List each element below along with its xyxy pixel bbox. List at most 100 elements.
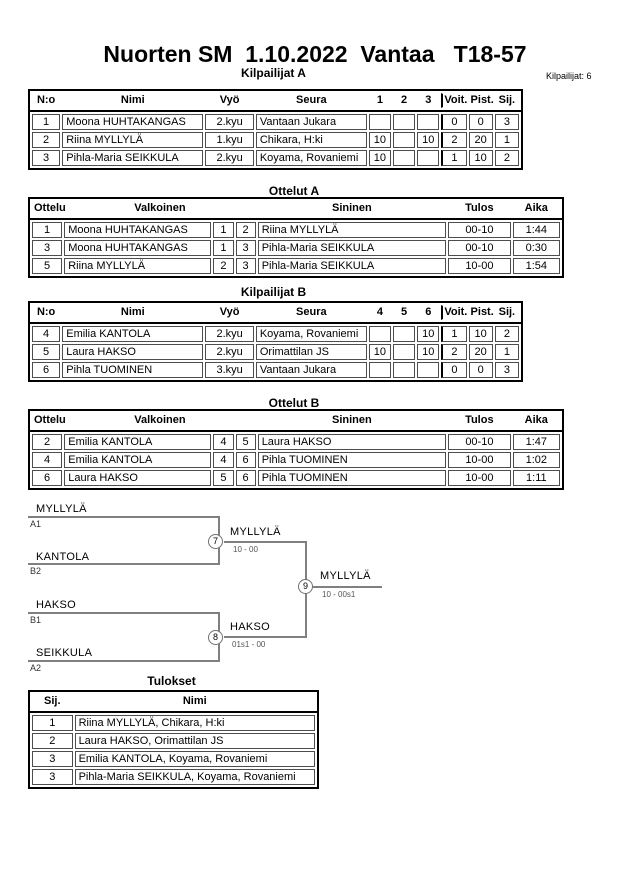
- bracket-slot-name: SEIKKULA: [36, 647, 93, 659]
- table-cell: 5: [235, 434, 256, 450]
- column-header: Vyö: [219, 306, 240, 318]
- table-cell: Koyama, Rovaniemi: [255, 150, 367, 166]
- table-cell: 2.kyu: [205, 326, 254, 342]
- table-cell: 1: [441, 150, 467, 166]
- bracket-winner-name: MYLLYLÄ: [230, 526, 281, 538]
- table-cell: Koyama, Rovaniemi: [255, 326, 367, 342]
- table-cell: 1: [494, 132, 519, 148]
- table-cell: 1:54: [512, 258, 560, 274]
- table-cell: Laura HAKSO: [257, 434, 447, 450]
- match-score: 10 - 00s1: [322, 590, 356, 599]
- table-cell: [392, 326, 416, 342]
- table-cell: 4: [32, 452, 63, 468]
- table-cell: 10: [368, 132, 391, 148]
- table-cell: [392, 362, 416, 378]
- column-header: Aika: [524, 202, 548, 214]
- table-cell: 2: [441, 344, 467, 360]
- pool-a-header: N:o Nimi Vyö Seura 1 2 3 Voit. Pist. Sij…: [30, 91, 521, 112]
- column-header: Valkoinen: [134, 414, 186, 426]
- table-cell: 1.kyu: [205, 132, 254, 148]
- section-heading-matches-b: Ottelut B: [268, 396, 320, 410]
- match-score: 01s1 - 00: [232, 640, 266, 649]
- table-cell: 20: [468, 132, 493, 148]
- column-header: Pist.: [470, 306, 494, 318]
- table-cell: 4: [32, 326, 61, 342]
- bracket-seed: A1: [30, 519, 42, 529]
- table-cell: 0: [441, 114, 467, 130]
- competitors-count: Kilpailijat: 6: [546, 71, 592, 81]
- table-cell: 0:30: [512, 240, 560, 256]
- table-cell: Pihla-Maria SEIKKULA: [62, 150, 204, 166]
- table-cell: 10: [468, 150, 493, 166]
- table-cell: 2: [235, 222, 256, 238]
- table-cell: 10: [417, 132, 440, 148]
- matches-a-header: Ottelu Valkoinen Sininen Tulos Aika: [30, 199, 562, 220]
- table-cell: Moona HUHTAKANGAS: [64, 222, 212, 238]
- bracket-connector: [313, 586, 382, 588]
- table-cell: [392, 344, 416, 360]
- bracket-seed: B1: [30, 615, 42, 625]
- column-header: Nimi: [120, 306, 145, 318]
- table-cell: 0: [468, 114, 493, 130]
- table-cell: Pihla-Maria SEIKKULA: [257, 258, 447, 274]
- table-cell: 6: [235, 470, 256, 486]
- table-cell: 5: [213, 470, 234, 486]
- table-cell: 1:47: [512, 434, 560, 450]
- column-header: Tulos: [465, 202, 494, 214]
- table-cell: 1: [32, 222, 63, 238]
- table-cell: 10: [417, 344, 440, 360]
- column-header: 2: [401, 94, 408, 106]
- bracket-seed: B2: [30, 566, 42, 576]
- column-header: Tulos: [465, 414, 494, 426]
- table-cell: 2.kyu: [205, 150, 254, 166]
- pool-a-table: N:o Nimi Vyö Seura 1 2 3 Voit. Pist. Sij…: [28, 89, 523, 170]
- table-cell: Riina MYLLYLÄ: [257, 222, 447, 238]
- column-header: Ottelu: [34, 414, 66, 426]
- table-cell: Emilia KANTOLA: [64, 452, 212, 468]
- match-number-circle: 8: [208, 630, 223, 645]
- table-cell: 2: [32, 132, 61, 148]
- table-cell: 3: [32, 769, 73, 785]
- bracket-connector: [28, 563, 218, 565]
- bracket-connector: [28, 516, 218, 518]
- bracket-connector: [28, 612, 218, 614]
- table-cell: 10: [368, 344, 391, 360]
- table-cell: Emilia KANTOLA: [62, 326, 204, 342]
- table-cell: Emilia KANTOLA, Koyama, Rovaniemi: [74, 751, 315, 767]
- table-cell: Riina MYLLYLÄ: [64, 258, 212, 274]
- table-cell: Vantaan Jukara: [255, 362, 367, 378]
- table-cell: 1:11: [512, 470, 560, 486]
- table-cell: 10: [368, 150, 391, 166]
- table-cell: Laura HAKSO: [64, 470, 212, 486]
- column-header: Ottelu: [34, 202, 66, 214]
- table-cell: 10: [417, 326, 440, 342]
- column-header: Aika: [524, 414, 548, 426]
- table-cell: 4: [213, 434, 234, 450]
- table-cell: Pihla TUOMINEN: [257, 452, 447, 468]
- table-cell: 0: [468, 362, 493, 378]
- column-header: Voit.: [441, 93, 467, 108]
- table-cell: [392, 114, 416, 130]
- table-cell: Laura HAKSO, Orimattilan JS: [74, 733, 315, 749]
- table-cell: Pihla TUOMINEN: [62, 362, 204, 378]
- table-cell: [417, 150, 440, 166]
- column-header: Nimi: [182, 695, 207, 707]
- bracket-slot-name: MYLLYLÄ: [36, 503, 87, 515]
- section-heading-pool-b: Kilpailijat B: [240, 285, 307, 299]
- pool-b-table: N:o Nimi Vyö Seura 4 5 6 Voit. Pist. Sij…: [28, 301, 523, 382]
- column-header: Valkoinen: [134, 202, 186, 214]
- table-cell: 2: [494, 150, 519, 166]
